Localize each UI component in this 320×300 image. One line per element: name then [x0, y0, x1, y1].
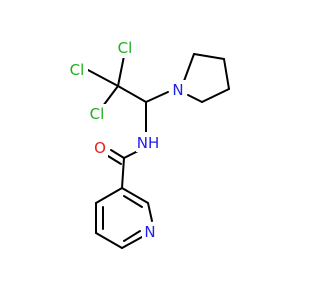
bond-pyridine-3 — [95, 232, 123, 249]
bond-ccl3-cl-top — [117, 55, 125, 87]
bond-carbonyl-ring — [121, 157, 125, 189]
amide-nitrogen-label: NH — [137, 134, 160, 152]
chlorine-atom-label: Cl — [90, 105, 105, 123]
bond-pyridine-4 — [121, 236, 143, 249]
bond-pyridine-inner-2 — [123, 230, 141, 242]
bond-pyrrolidine-5 — [187, 94, 203, 103]
carbonyl-oxygen-label: O — [94, 139, 106, 157]
pyridine-nitrogen-label: N — [144, 223, 155, 241]
bond-pyridine-6 — [121, 187, 149, 204]
bond-pyrrolidine-3 — [223, 58, 230, 90]
bond-pyridine-1 — [95, 187, 123, 204]
bond-carbonyl-o-2 — [107, 155, 122, 165]
bond-pyrrolidine-4 — [201, 88, 230, 103]
chlorine-atom-label: Cl — [70, 61, 85, 79]
pyrrolidine-nitrogen-label: N — [172, 81, 183, 99]
bond-pyridine-5 — [147, 202, 153, 222]
chlorine-atom-label: Cl — [118, 39, 133, 57]
bond-carbonyl-o-1 — [110, 149, 125, 159]
bond-pyrrolidine-2 — [193, 53, 225, 60]
bond-ccl3-ch — [117, 85, 147, 103]
molecule-structure-diagram: Cl Cl Cl N NH O N — [66, 38, 230, 249]
bond-ch-pyrrolidine-n — [145, 91, 169, 103]
atom-labels: Cl Cl Cl N NH O N — [66, 38, 186, 242]
bond-ccl3-cl-left — [87, 69, 119, 87]
bond-pyrrolidine-1 — [183, 53, 195, 82]
bond-pyridine-inner-3 — [123, 195, 143, 208]
